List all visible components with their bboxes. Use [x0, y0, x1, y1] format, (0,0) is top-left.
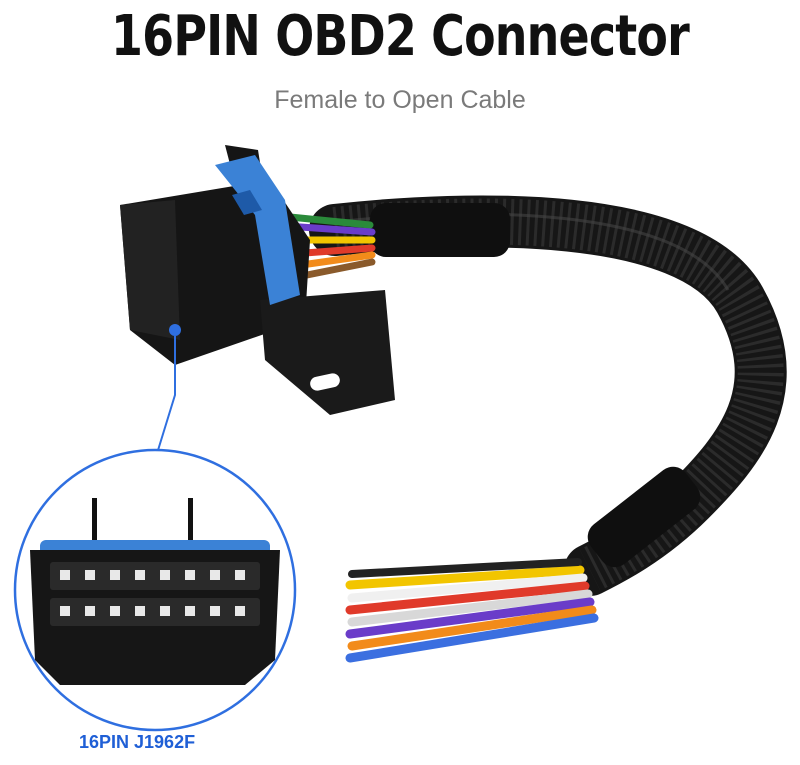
braided-cable — [309, 195, 787, 596]
connector-pin — [210, 606, 220, 616]
heat-shrink-top — [370, 203, 510, 257]
connector-pin — [110, 606, 120, 616]
connector-pin — [185, 570, 195, 580]
callout-line — [154, 336, 176, 461]
callout-label: 16PIN J1962F — [79, 732, 196, 752]
connector-pin — [160, 606, 170, 616]
connector-pin — [60, 570, 70, 580]
open-wire-ends — [345, 558, 599, 663]
connector-pin — [85, 606, 95, 616]
connector-pin — [235, 606, 245, 616]
obd2-connector — [120, 145, 395, 415]
connector-pins — [60, 570, 245, 616]
connector-pin — [160, 570, 170, 580]
connector-pin — [135, 606, 145, 616]
product-title: 16PIN OBD2 Connector — [111, 4, 690, 69]
heat-shrink-bottom — [587, 466, 701, 568]
connector-pin — [135, 570, 145, 580]
callout-circle — [13, 448, 297, 732]
connector-pin — [210, 570, 220, 580]
connector-pin — [85, 570, 95, 580]
product-subtitle: Female to Open Cable — [274, 86, 526, 114]
connector-pin — [110, 570, 120, 580]
connector-pin — [235, 570, 245, 580]
connector-pin — [185, 606, 195, 616]
connector-pin — [60, 606, 70, 616]
